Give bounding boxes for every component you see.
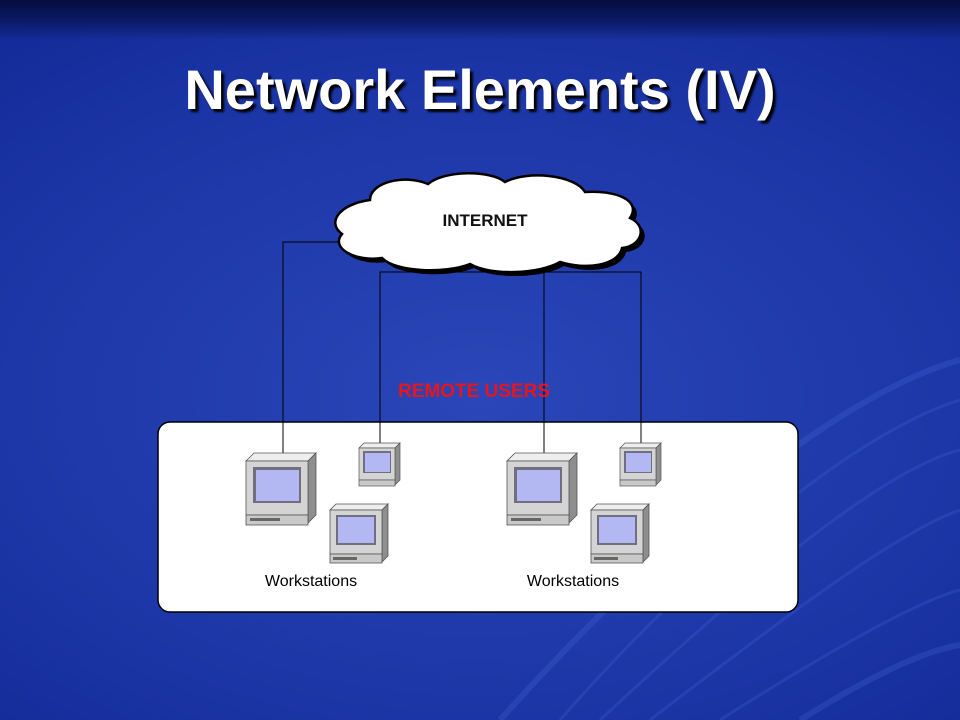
- workstation-large-right: [506, 452, 578, 526]
- workstations-label-right: Workstations: [526, 573, 620, 590]
- workstation-small-right: [619, 442, 662, 487]
- internet-cloud-icon: [334, 172, 645, 277]
- top-band: [0, 0, 960, 40]
- slide-title: Network Elements (IV): [184, 58, 776, 121]
- link-line-1: [282, 241, 360, 455]
- workstation-medium-right: [590, 503, 650, 564]
- workstation-large-left: [245, 452, 317, 526]
- workstation-small-left: [358, 442, 401, 487]
- workstation-medium-left: [329, 503, 389, 564]
- link-line-4: [560, 271, 642, 445]
- internet-label: INTERNET: [442, 211, 528, 230]
- link-line-2: [379, 271, 560, 445]
- remote-users-label: REMOTE USERS: [397, 381, 551, 402]
- workstations-label-left: Workstations: [264, 573, 358, 590]
